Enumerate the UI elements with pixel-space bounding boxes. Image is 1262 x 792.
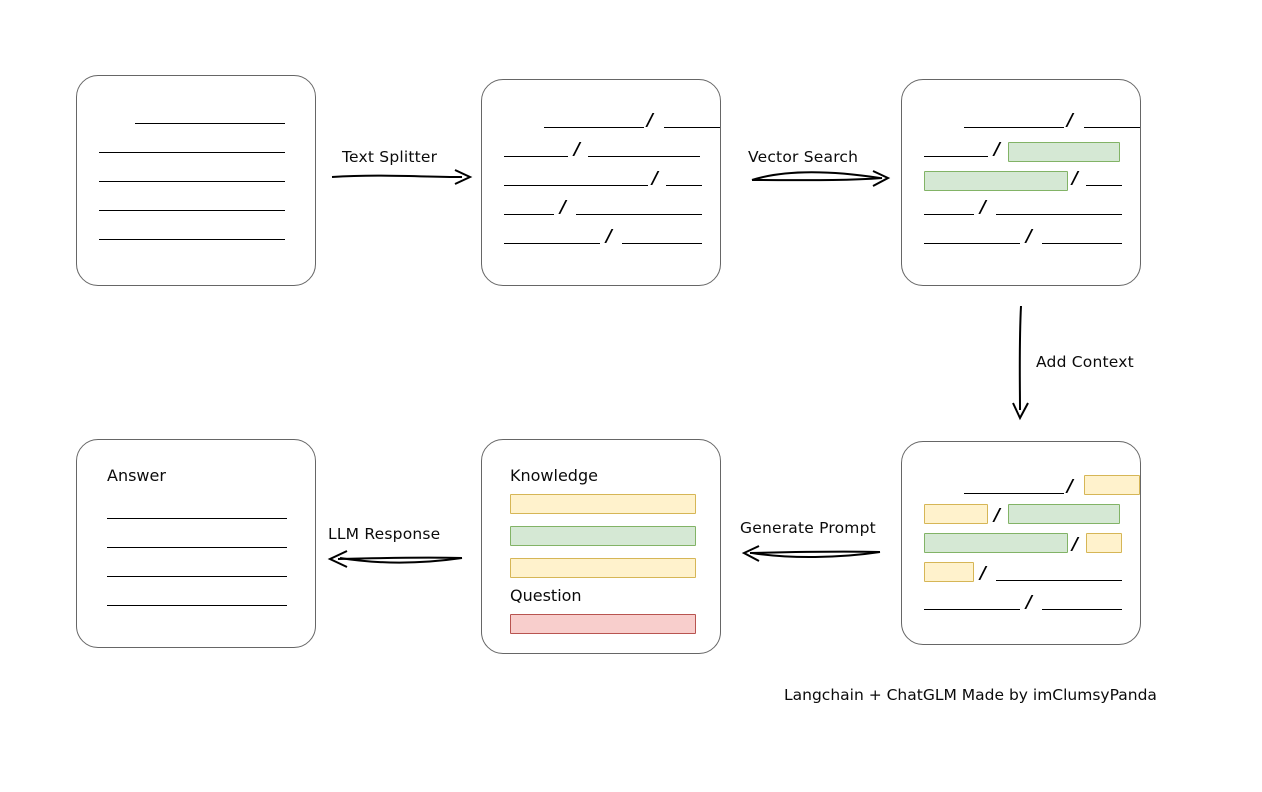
slash-icon: /: [652, 168, 659, 189]
slash-icon: /: [1026, 226, 1033, 247]
question-label: Question: [510, 586, 582, 605]
doc-line: [1042, 609, 1122, 610]
doc-line: [504, 214, 554, 215]
arrow-generate-prompt: [741, 545, 881, 562]
arrow-label-add-context: Add Context: [1036, 353, 1134, 371]
doc-line: [996, 214, 1122, 215]
matched-chunks-box[interactable]: / / / / /: [901, 79, 1141, 286]
slash-icon: /: [994, 139, 1001, 160]
context-chunk-highlight[interactable]: [924, 533, 1068, 553]
source-document-box[interactable]: [76, 75, 316, 286]
slash-icon: /: [647, 110, 654, 131]
doc-line: [924, 156, 988, 157]
doc-line: [622, 243, 702, 244]
doc-line: [924, 609, 1020, 610]
doc-line: [924, 214, 974, 215]
slash-icon: /: [1067, 110, 1074, 131]
slash-icon: /: [980, 563, 987, 584]
doc-line: [544, 127, 644, 128]
doc-line: [576, 214, 702, 215]
doc-line: [996, 580, 1122, 581]
matched-chunk-highlight[interactable]: [1008, 142, 1120, 162]
arrow-label-vector-search: Vector Search: [748, 148, 859, 166]
answer-line: [107, 576, 287, 577]
context-chunk-highlight[interactable]: [1086, 533, 1122, 553]
slash-icon: /: [994, 505, 1001, 526]
arrow-vector-search: [751, 170, 891, 187]
answer-line: [107, 605, 287, 606]
context-chunk-highlight[interactable]: [1084, 475, 1140, 495]
context-chunk-highlight[interactable]: [1008, 504, 1120, 524]
question-chip[interactable]: [510, 614, 696, 634]
doc-line: [964, 127, 1064, 128]
doc-line: [1086, 185, 1122, 186]
context-chunk-highlight[interactable]: [924, 504, 988, 524]
doc-line: [504, 185, 648, 186]
doc-line: [99, 210, 285, 211]
doc-line: [964, 493, 1064, 494]
slash-icon: /: [606, 226, 613, 247]
context-prompt-box[interactable]: / / / / /: [901, 441, 1141, 645]
doc-line: [504, 156, 568, 157]
knowledge-label: Knowledge: [510, 466, 598, 485]
arrow-label-llm-response: LLM Response: [328, 525, 441, 543]
slash-icon: /: [574, 139, 581, 160]
knowledge-chip[interactable]: [510, 526, 696, 546]
doc-line: [135, 123, 285, 124]
arrow-label-generate-prompt: Generate Prompt: [740, 519, 876, 537]
context-chunk-highlight[interactable]: [924, 562, 974, 582]
slash-icon: /: [1072, 168, 1079, 189]
slash-icon: /: [1072, 534, 1079, 555]
answer-box[interactable]: Answer: [76, 439, 316, 648]
slash-icon: /: [1026, 592, 1033, 613]
arrow-add-context: [1012, 305, 1029, 421]
slash-icon: /: [560, 197, 567, 218]
arrow-text-splitter: [331, 169, 473, 185]
doc-line: [99, 181, 285, 182]
knowledge-chip[interactable]: [510, 494, 696, 514]
answer-label: Answer: [107, 466, 166, 485]
doc-line: [504, 243, 600, 244]
knowledge-chip[interactable]: [510, 558, 696, 578]
arrow-llm-response: [327, 550, 463, 568]
doc-line: [664, 127, 720, 128]
answer-line: [107, 547, 287, 548]
split-chunks-box[interactable]: / / / / /: [481, 79, 721, 286]
doc-line: [99, 239, 285, 240]
arrow-label-text-splitter: Text Splitter: [342, 148, 438, 166]
doc-line: [588, 156, 700, 157]
doc-line: [666, 185, 702, 186]
slash-icon: /: [1067, 476, 1074, 497]
doc-line: [924, 243, 1020, 244]
slash-icon: /: [980, 197, 987, 218]
doc-line: [1084, 127, 1140, 128]
matched-chunk-highlight[interactable]: [924, 171, 1068, 191]
doc-line: [1042, 243, 1122, 244]
doc-line: [99, 152, 285, 153]
answer-line: [107, 518, 287, 519]
diagram-caption: Langchain + ChatGLM Made by imClumsyPand…: [784, 686, 1157, 704]
prompt-box[interactable]: Knowledge Question: [481, 439, 721, 654]
